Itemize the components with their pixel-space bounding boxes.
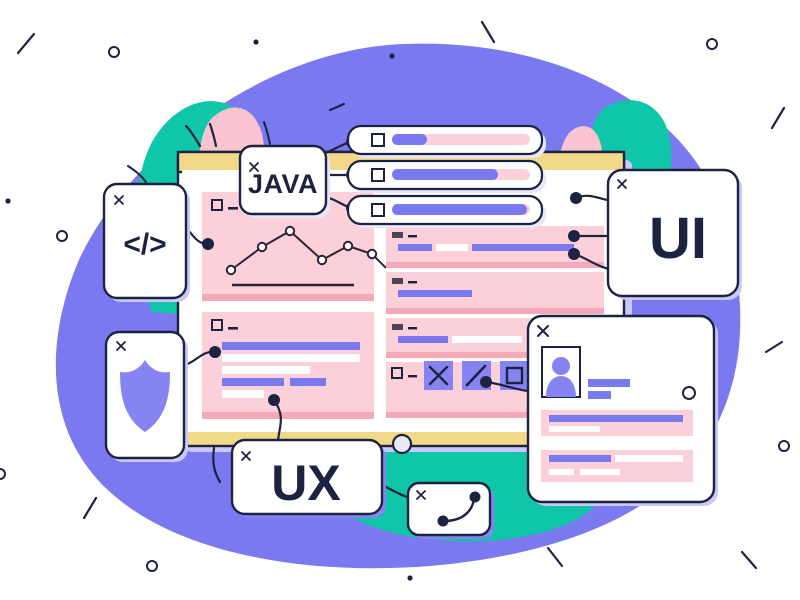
monitor-antenna [184, 124, 202, 148]
deco-tick [480, 20, 496, 44]
line-chart [225, 225, 387, 287]
deco-tick [740, 550, 758, 570]
text-line [290, 378, 326, 386]
curve-card[interactable] [406, 481, 494, 539]
text-line [222, 390, 264, 398]
code-card-label: </> [123, 228, 166, 261]
text-line [222, 354, 360, 362]
java-card[interactable]: JAVA [238, 121, 330, 218]
close-icon[interactable] [416, 490, 426, 500]
deco-dot [389, 53, 395, 59]
list-row-2 [386, 272, 604, 314]
deco-circle [706, 38, 718, 50]
progress-fill [392, 204, 527, 215]
deco-tick [770, 106, 786, 130]
deco-circle [56, 230, 68, 242]
square-dash-icon [211, 199, 223, 211]
slash-icon [465, 364, 487, 387]
close-icon [428, 365, 449, 386]
deco-circle [108, 46, 120, 58]
text-line [222, 378, 284, 386]
progress-track [392, 134, 530, 145]
checkbox-icon[interactable] [371, 133, 385, 147]
deco-tick [546, 546, 564, 568]
close-icon[interactable] [241, 451, 251, 461]
profile-card[interactable] [526, 314, 718, 506]
code-card-antenna [127, 165, 147, 183]
monitor-antenna-2 [208, 122, 218, 148]
square-icon [505, 366, 524, 385]
ui-card-label: UI [649, 206, 707, 271]
progress-card-3[interactable] [346, 194, 546, 228]
text-panel [202, 312, 374, 419]
tag-dash-icon [392, 278, 403, 284]
circle-outline-icon [682, 386, 696, 400]
profile-row-2 [541, 450, 693, 482]
close-icon[interactable] [249, 162, 259, 172]
tag-dash-icon [392, 324, 403, 330]
progress-card-2[interactable] [346, 159, 546, 193]
progress-fill [392, 169, 498, 180]
deco-tick [16, 32, 36, 55]
close-icon[interactable] [114, 195, 124, 205]
deco-tick [328, 102, 346, 112]
progress-fill [392, 134, 427, 145]
code-card[interactable]: </> [102, 165, 190, 302]
profile-name-bar [588, 379, 630, 387]
ux-card-label: UX [271, 455, 340, 511]
close-icon[interactable] [537, 325, 549, 337]
power-button[interactable] [391, 433, 413, 455]
close-icon[interactable] [617, 179, 627, 189]
text-line [222, 366, 310, 374]
checkbox-icon[interactable] [371, 168, 385, 182]
checkbox-icon[interactable] [371, 203, 385, 217]
profile-sub-bar [588, 391, 611, 399]
square-dash-icon [211, 319, 223, 331]
java-card-antenna [263, 121, 271, 145]
deco-dot [407, 575, 413, 581]
progress-card-1[interactable] [346, 124, 546, 158]
ux-card[interactable]: UX [230, 438, 386, 518]
shield-card[interactable] [104, 330, 188, 462]
tag-dash-icon [392, 232, 403, 238]
ui-card[interactable]: UI [606, 168, 742, 300]
deco-dot [5, 198, 11, 204]
list-row-1 [386, 226, 604, 268]
shield-icon [120, 360, 170, 432]
text-line [222, 342, 360, 350]
deco-circle [778, 440, 790, 452]
profile-row-1 [541, 410, 693, 436]
close-icon[interactable] [116, 341, 126, 351]
deco-dot [253, 39, 259, 45]
java-card-label: JAVA [248, 169, 318, 199]
deco-circle [0, 468, 6, 480]
monitor-stand-left [212, 446, 222, 484]
deco-tick [82, 496, 98, 520]
decorations [0, 20, 790, 581]
deco-tick [764, 340, 784, 354]
avatar [541, 346, 581, 398]
deco-circle [146, 560, 158, 572]
square-dash-icon [391, 367, 403, 379]
tool-close-button[interactable] [424, 361, 453, 390]
